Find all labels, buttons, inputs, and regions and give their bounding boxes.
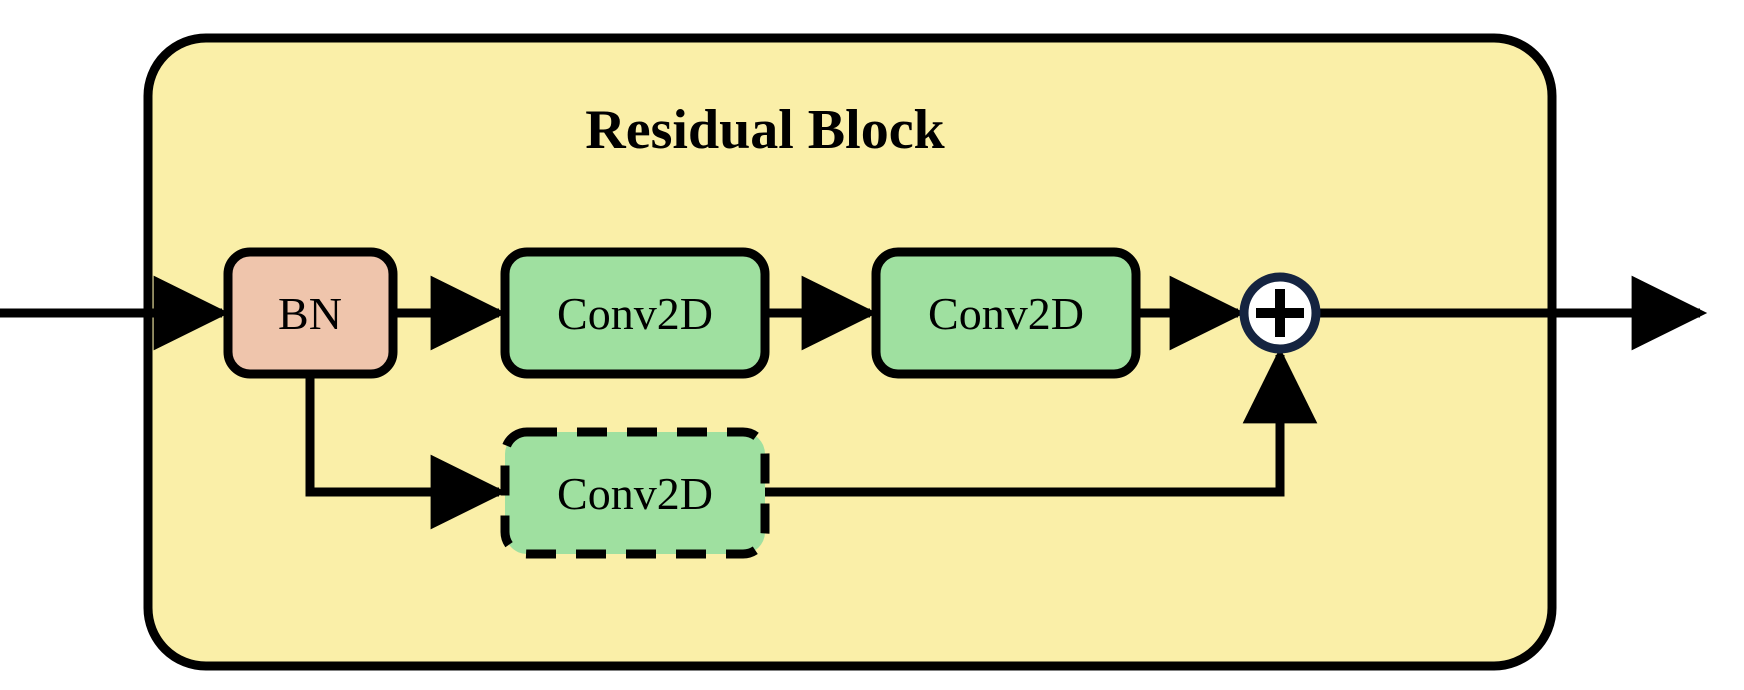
node-conv2-box[interactable] [871,247,1141,379]
node-conv2[interactable]: Conv2D [871,247,1141,379]
add-node[interactable] [1239,272,1321,354]
edge-shortcut-to-add [765,347,1318,497]
node-conv2-label: Conv2D [928,288,1084,339]
node-conv-shortcut-label: Conv2D [557,468,713,519]
node-conv1[interactable]: Conv2D [500,247,770,379]
edge-bn-to-shortcut [305,374,507,530]
page-title: Residual Block [585,99,945,161]
node-bn-box[interactable] [223,247,398,379]
node-conv1-label: Conv2D [557,288,713,339]
node-conv-shortcut-box[interactable] [500,427,770,559]
node-bn[interactable]: BN [223,247,398,379]
node-conv1-box[interactable] [500,247,770,379]
node-conv-shortcut[interactable]: Conv2D [500,427,770,559]
node-bn-label: BN [278,288,342,339]
